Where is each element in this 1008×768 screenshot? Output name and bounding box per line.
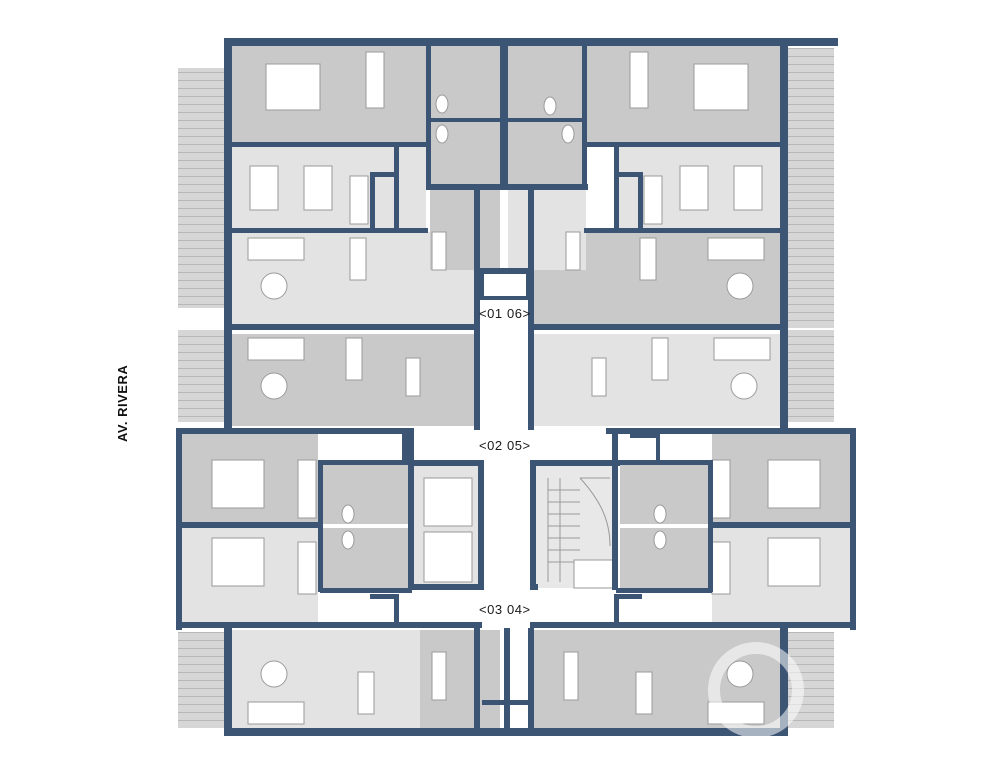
dining-table bbox=[357, 671, 375, 715]
bath-01 bbox=[430, 46, 504, 186]
bed bbox=[211, 459, 265, 509]
kitchen-island bbox=[431, 231, 447, 271]
bed bbox=[733, 165, 763, 211]
staircase bbox=[547, 477, 615, 589]
unit-label-04: 04> bbox=[507, 602, 531, 617]
sofa bbox=[713, 337, 771, 361]
wardrobe bbox=[297, 541, 317, 595]
terrace-west-south bbox=[178, 632, 226, 728]
toilet bbox=[435, 94, 449, 114]
bedroom-06a bbox=[584, 46, 782, 142]
terrace-west-north bbox=[178, 68, 226, 308]
toilet bbox=[561, 124, 575, 144]
wardrobe bbox=[643, 175, 663, 225]
wardrobe bbox=[297, 459, 317, 519]
unit-label-06: 06> bbox=[507, 306, 531, 321]
street-label: AV. RIVERA bbox=[115, 365, 130, 442]
toilet bbox=[341, 504, 355, 524]
bath-03 bbox=[320, 528, 412, 592]
unit-label-03: <03 bbox=[479, 602, 503, 617]
terrace-east-mid bbox=[788, 330, 834, 422]
wardrobe bbox=[365, 51, 385, 109]
bed bbox=[693, 63, 749, 111]
bath-02 bbox=[320, 460, 412, 524]
watermark-logo bbox=[708, 642, 804, 738]
toilet bbox=[341, 530, 355, 550]
kitchen-island bbox=[431, 651, 447, 701]
sofa bbox=[247, 701, 305, 725]
bed bbox=[265, 63, 321, 111]
toilet bbox=[653, 504, 667, 524]
bed bbox=[767, 537, 821, 587]
unit-label-02: <02 bbox=[479, 438, 503, 453]
bed bbox=[767, 459, 821, 509]
bath-06 bbox=[508, 46, 582, 186]
terrace-east-north bbox=[788, 48, 834, 328]
terraces bbox=[178, 48, 834, 728]
walls bbox=[176, 38, 856, 736]
kitchen-island bbox=[591, 357, 607, 397]
dining-table bbox=[349, 237, 367, 281]
wardrobe bbox=[349, 175, 369, 225]
dining-table bbox=[345, 337, 363, 381]
coffee-table bbox=[260, 660, 288, 688]
bed bbox=[249, 165, 279, 211]
coffee-table bbox=[260, 372, 288, 400]
terrace-west-mid bbox=[178, 330, 226, 422]
kitchen-island bbox=[563, 651, 579, 701]
toilet bbox=[435, 124, 449, 144]
wardrobe bbox=[711, 541, 731, 595]
elevator bbox=[423, 531, 473, 583]
sofa bbox=[247, 237, 305, 261]
unit-label-01: <01 bbox=[479, 306, 503, 321]
toilet bbox=[653, 530, 667, 550]
bedroom-01a bbox=[230, 46, 426, 142]
coffee-table bbox=[726, 660, 754, 688]
bed bbox=[679, 165, 709, 211]
sofa bbox=[247, 337, 305, 361]
watermark bbox=[708, 642, 804, 738]
furniture bbox=[211, 51, 821, 725]
kitchen-island bbox=[405, 357, 421, 397]
elevator bbox=[423, 477, 473, 527]
dining-table bbox=[635, 671, 653, 715]
coffee-table bbox=[730, 372, 758, 400]
toilet bbox=[543, 96, 557, 116]
labels: <01 06> <02 05> <03 04> AV. RIVERA bbox=[115, 306, 531, 617]
wardrobe bbox=[711, 459, 731, 519]
dining-table bbox=[639, 237, 657, 281]
bed bbox=[211, 537, 265, 587]
sofa bbox=[707, 237, 765, 261]
dining-table bbox=[651, 337, 669, 381]
kitchen-island bbox=[565, 231, 581, 271]
coffee-table bbox=[726, 272, 754, 300]
wardrobe bbox=[629, 51, 649, 109]
unit-label-05: 05> bbox=[507, 438, 531, 453]
coffee-table bbox=[260, 272, 288, 300]
bed bbox=[303, 165, 333, 211]
